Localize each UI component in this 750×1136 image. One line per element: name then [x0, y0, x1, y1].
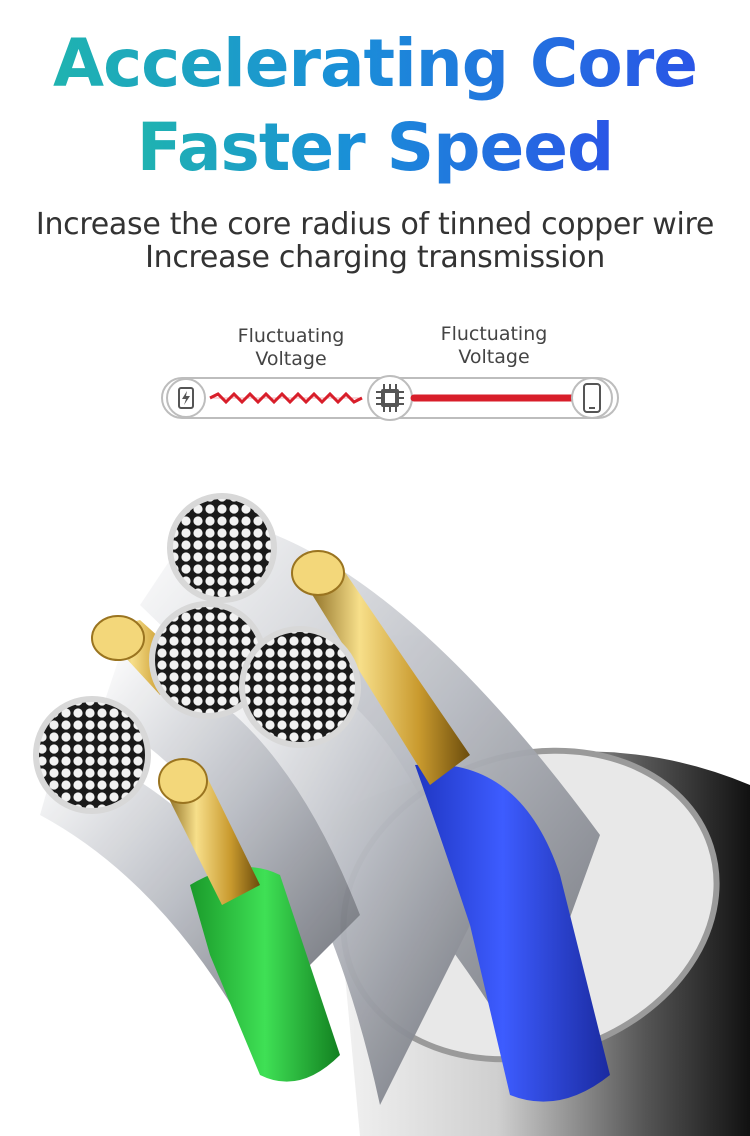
blue-wire — [415, 764, 610, 1102]
headline-line-2: Faster Speed — [0, 108, 750, 188]
charging-path-diagram — [161, 375, 619, 421]
voltage-label-left: Fluctuating Voltage — [221, 325, 361, 371]
voltage-label-left-line-1: Fluctuating — [237, 325, 345, 347]
subtitle-line-1: Increase the core radius of tinned coppe… — [35, 207, 715, 242]
chip-icon — [367, 375, 413, 421]
gold-pins — [91, 550, 470, 905]
strand-ends — [33, 493, 361, 814]
headline-line-1-text: Accelerating Core — [52, 25, 698, 102]
headline-line-2-text: Faster Speed — [136, 109, 614, 186]
voltage-label-left-line-2: Voltage — [255, 348, 327, 370]
voltage-label-right-line-2: Voltage — [458, 346, 530, 368]
headline-line-1: Accelerating Core — [0, 24, 750, 104]
charger-icon — [166, 378, 206, 418]
phone-icon — [571, 377, 613, 419]
green-wire — [190, 867, 340, 1082]
subtitle-line-2: Increase charging transmission — [145, 240, 605, 275]
fluctuating-wire — [209, 391, 363, 405]
cable-cross-section-illustration — [33, 493, 750, 1136]
voltage-label-right: Fluctuating Voltage — [424, 323, 564, 369]
voltage-label-right-line-1: Fluctuating — [440, 323, 548, 345]
